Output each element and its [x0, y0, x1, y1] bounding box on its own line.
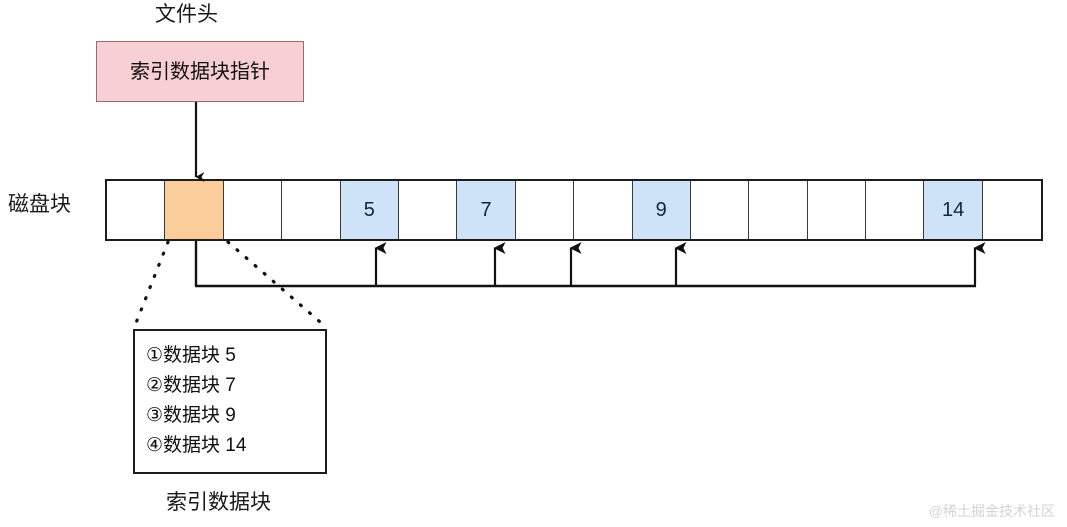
callout-leader-left — [132, 240, 170, 330]
index-entry-2: ②数据块 7 — [146, 375, 236, 396]
index-entry-1: ①数据块 5 — [146, 345, 236, 366]
index-pointer-box: 索引数据块指针 — [96, 41, 304, 102]
disk-cell-8 — [574, 181, 633, 239]
index-block-detail-box: ①数据块 5 ②数据块 7 ③数据块 9 ④数据块 14 — [133, 329, 327, 474]
disk-cell-10 — [690, 181, 750, 239]
watermark-text: @稀土掘金技术社区 — [928, 503, 1055, 519]
disk-cell-2 — [223, 181, 283, 239]
disk-cell-13 — [866, 181, 925, 239]
disk-cell-15 — [982, 181, 1042, 239]
disk-cell-3 — [282, 181, 341, 239]
disk-cell-9-data-9: 9 — [632, 181, 691, 239]
disk-cell-6-data-7: 7 — [457, 181, 516, 239]
disk-cell-4-data-5: 5 — [340, 181, 399, 239]
disk-block-strip: 5 7 9 14 — [105, 179, 1044, 241]
index-block-caption: 索引数据块 — [166, 491, 271, 514]
index-entry-4: ④数据块 14 — [146, 435, 247, 456]
callout-leader-right — [226, 240, 329, 330]
file-header-label: 文件头 — [155, 3, 218, 26]
disk-cell-1-index-block — [165, 181, 224, 239]
disk-block-row-label: 磁盘块 — [8, 193, 71, 216]
index-pointer-box-label: 索引数据块指针 — [130, 60, 270, 83]
disk-cell-5 — [398, 181, 458, 239]
disk-cell-14-data-14: 14 — [924, 181, 983, 239]
disk-cell-0 — [107, 181, 166, 239]
disk-cell-11 — [749, 181, 808, 239]
disk-cell-12 — [807, 181, 867, 239]
index-entry-3: ③数据块 9 — [146, 405, 236, 426]
disk-cell-7 — [515, 181, 575, 239]
